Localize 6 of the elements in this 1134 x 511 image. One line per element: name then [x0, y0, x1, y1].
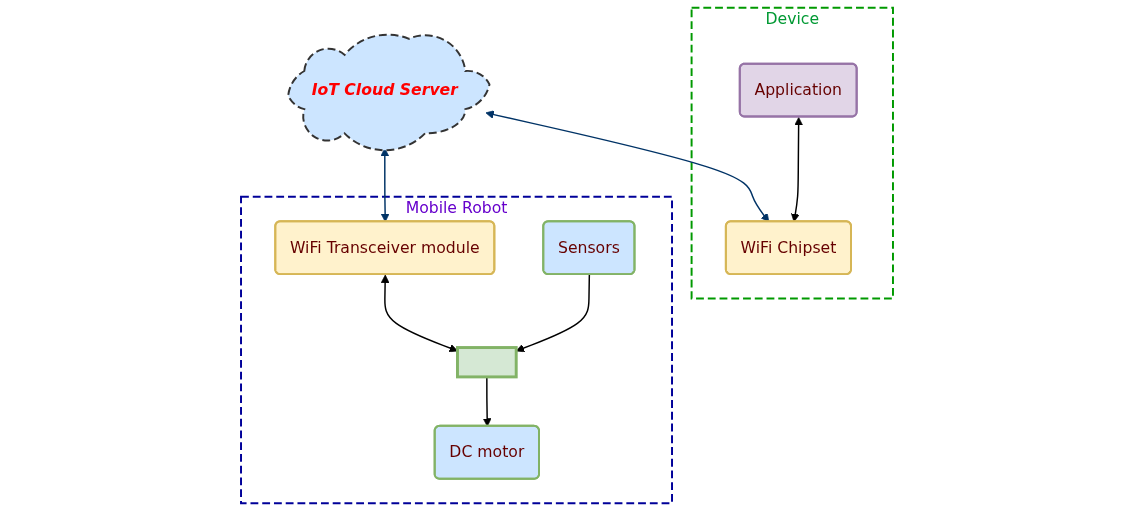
- arrow: [515, 273, 591, 353]
- arrow: [485, 110, 770, 223]
- arrow: [791, 117, 803, 223]
- arrow: [482, 376, 492, 427]
- arrow: [380, 274, 458, 353]
- node-box: [456, 346, 518, 379]
